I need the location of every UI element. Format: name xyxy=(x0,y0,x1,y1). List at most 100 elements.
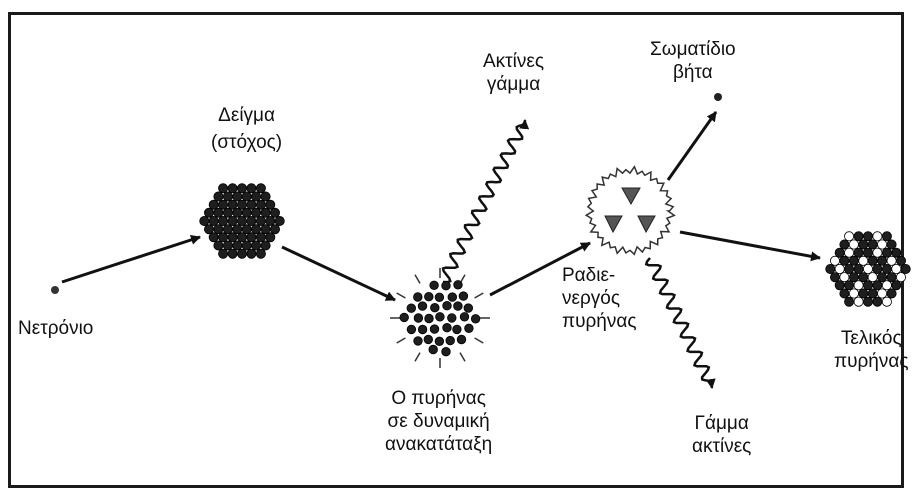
nucleon xyxy=(845,232,854,241)
nucleon xyxy=(214,192,223,201)
nucleon xyxy=(845,297,854,306)
nucleon xyxy=(237,200,246,209)
nucleon xyxy=(204,208,213,217)
nucleon xyxy=(840,289,849,298)
nucleon xyxy=(424,335,433,344)
nucleon xyxy=(237,233,246,242)
nucleon xyxy=(854,264,863,273)
arrow-neutron-to-target xyxy=(62,237,200,282)
label-beta: Σωματίδιο βήτα xyxy=(650,38,736,84)
nucleon xyxy=(233,208,242,217)
nucleon xyxy=(209,216,218,225)
nucleon xyxy=(459,292,468,301)
nucleon xyxy=(835,248,844,257)
arrow-target-to-excited xyxy=(282,247,395,300)
nucleon xyxy=(892,248,901,257)
radioactive-nucleus xyxy=(586,167,674,255)
nucleon xyxy=(830,256,839,265)
nucleon xyxy=(435,337,444,346)
nucleon xyxy=(237,216,246,225)
nucleon xyxy=(873,264,882,273)
nucleon xyxy=(859,289,868,298)
nucleon xyxy=(425,314,434,323)
excitation-spike xyxy=(475,338,484,343)
nucleon xyxy=(882,248,891,257)
nucleon xyxy=(849,273,858,282)
nucleon xyxy=(247,249,256,258)
nucleon xyxy=(465,324,474,333)
nucleon xyxy=(266,233,275,242)
nucleon xyxy=(242,241,251,250)
nucleon xyxy=(845,248,854,257)
nucleon xyxy=(261,225,270,234)
nucleon xyxy=(430,281,439,290)
nucleon xyxy=(840,240,849,249)
nucleon xyxy=(270,208,279,217)
nucleon xyxy=(882,264,891,273)
nucleon xyxy=(845,281,854,290)
label-target: Δείγμα (στόχος) xyxy=(211,104,282,154)
nucleon xyxy=(223,225,232,234)
nucleon xyxy=(882,281,891,290)
nucleon xyxy=(414,314,423,323)
nucleon xyxy=(878,273,887,282)
nucleon xyxy=(233,192,242,201)
nucleon xyxy=(457,335,466,344)
nucleon xyxy=(873,297,882,306)
label-neutron: Νετρόνιο xyxy=(18,317,93,340)
nucleon xyxy=(878,240,887,249)
nucleon xyxy=(859,273,868,282)
nucleon xyxy=(237,249,246,258)
nucleon xyxy=(859,240,868,249)
nucleon xyxy=(252,192,261,201)
nucleon xyxy=(448,314,457,323)
excitation-spike xyxy=(415,275,420,284)
nucleon xyxy=(252,241,261,250)
nucleon xyxy=(863,264,872,273)
nucleon xyxy=(209,200,218,209)
radioactive-cloud-outline xyxy=(586,167,674,255)
nucleon xyxy=(453,325,462,334)
gamma-ray-bottom-wave xyxy=(646,258,712,388)
nucleon xyxy=(256,233,265,242)
target-nucleus xyxy=(200,184,285,259)
nucleon xyxy=(464,304,473,313)
nucleon xyxy=(882,297,891,306)
nucleon xyxy=(209,233,218,242)
nucleon xyxy=(242,208,251,217)
nucleon xyxy=(247,184,256,193)
nucleon xyxy=(878,289,887,298)
nucleon xyxy=(868,273,877,282)
nucleon xyxy=(214,208,223,217)
label-gamma-bottom: Γάμμα ακτίνες xyxy=(692,412,751,458)
nucleon xyxy=(242,192,251,201)
excitation-spike xyxy=(397,338,406,343)
nucleon xyxy=(448,293,457,302)
nucleon xyxy=(442,347,451,356)
nucleon xyxy=(228,233,237,242)
nucleon xyxy=(256,249,265,258)
nucleon xyxy=(214,225,223,234)
nucleon xyxy=(863,248,872,257)
nucleon xyxy=(407,325,416,334)
nucleon xyxy=(425,292,434,301)
nucleon xyxy=(431,303,440,312)
nucleon xyxy=(454,281,463,290)
nucleon xyxy=(266,200,275,209)
label-radioactive-nucleus: Ραδιε- νεργός πυρήνας xyxy=(562,264,637,333)
nucleon xyxy=(887,256,896,265)
nucleon xyxy=(247,233,256,242)
nucleon xyxy=(443,323,452,332)
excitation-spike xyxy=(460,353,465,362)
excitation-spike xyxy=(397,293,406,298)
nucleon xyxy=(233,241,242,250)
nucleon xyxy=(854,281,863,290)
label-final-nucleus: Τελικός πυρήνας xyxy=(834,327,909,373)
nucleon xyxy=(418,325,427,334)
nucleon xyxy=(840,256,849,265)
nucleon xyxy=(446,336,455,345)
nucleon xyxy=(849,256,858,265)
nucleon xyxy=(228,216,237,225)
nucleon xyxy=(435,293,444,302)
nucleon xyxy=(868,256,877,265)
